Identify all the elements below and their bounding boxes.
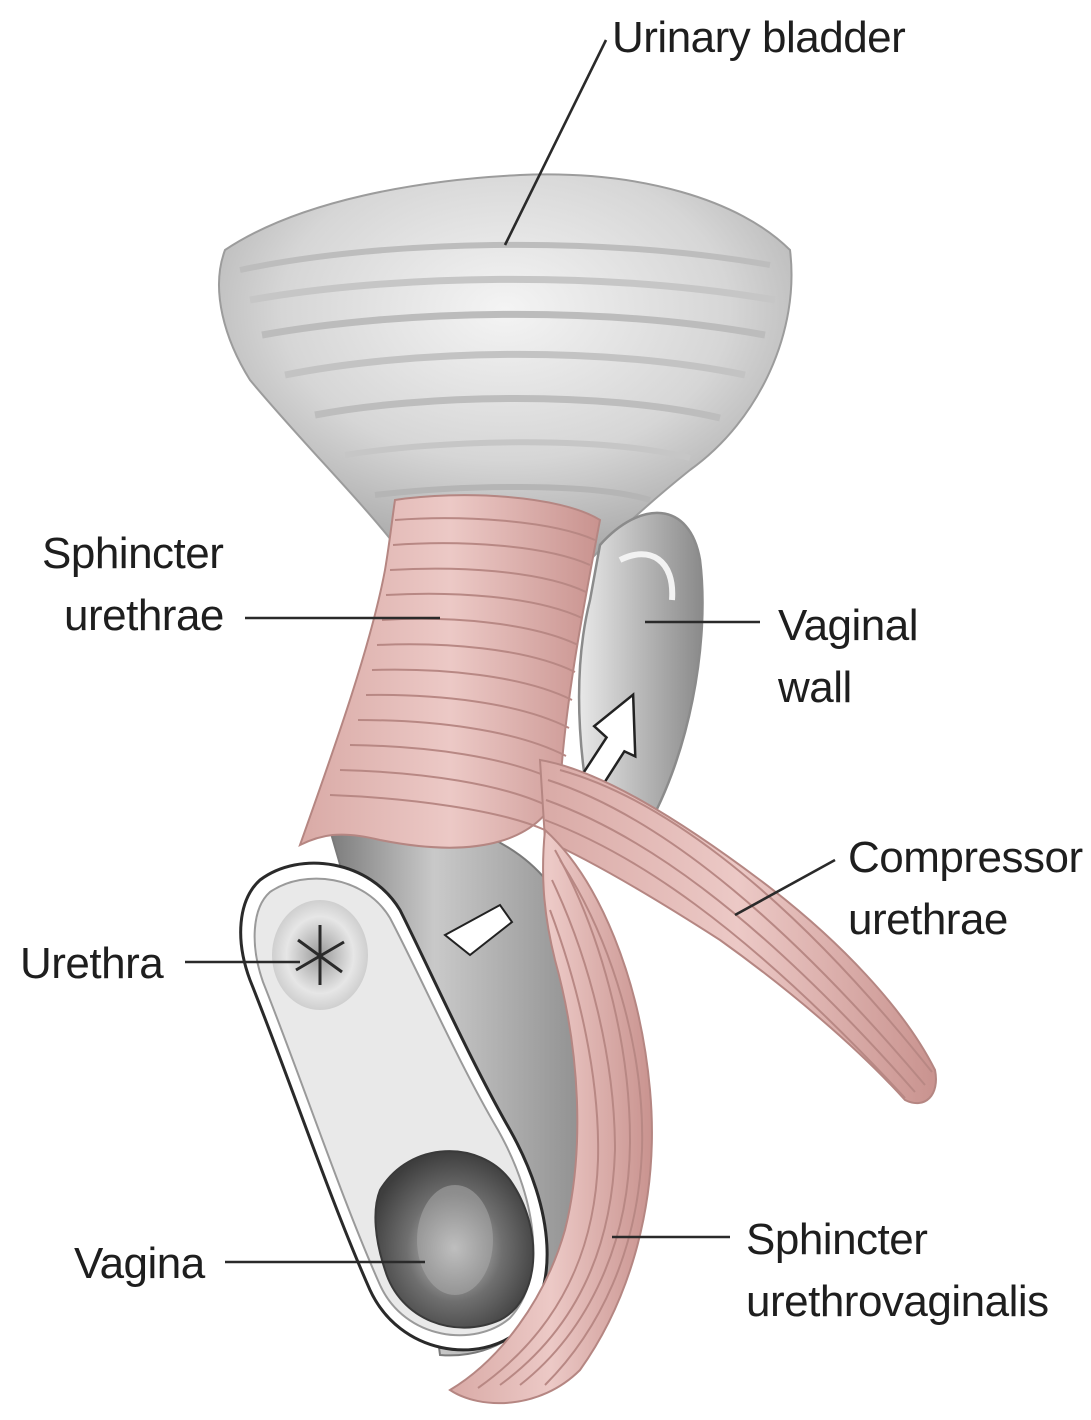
label-compressor-urethrae-line1: Compressor (848, 833, 1083, 882)
label-vaginal-wall-line2: wall (777, 663, 852, 712)
label-urinary-bladder: Urinary bladder (612, 13, 905, 62)
label-vaginal-wall-line1: Vaginal (778, 601, 918, 650)
label-sphincter-urethrae-line1: Sphincter (42, 529, 223, 578)
label-compressor-urethrae-line2: urethrae (848, 895, 1008, 944)
label-urethra: Urethra (20, 939, 164, 988)
urethra-lumen (272, 900, 368, 1010)
label-sphincter-urethrovaginalis-line1: Sphincter (746, 1215, 927, 1264)
label-vagina: Vagina (74, 1239, 206, 1288)
label-sphincter-urethrovaginalis-line2: urethrovaginalis (746, 1277, 1049, 1326)
label-sphincter-urethrae-line2: urethrae (64, 591, 224, 640)
